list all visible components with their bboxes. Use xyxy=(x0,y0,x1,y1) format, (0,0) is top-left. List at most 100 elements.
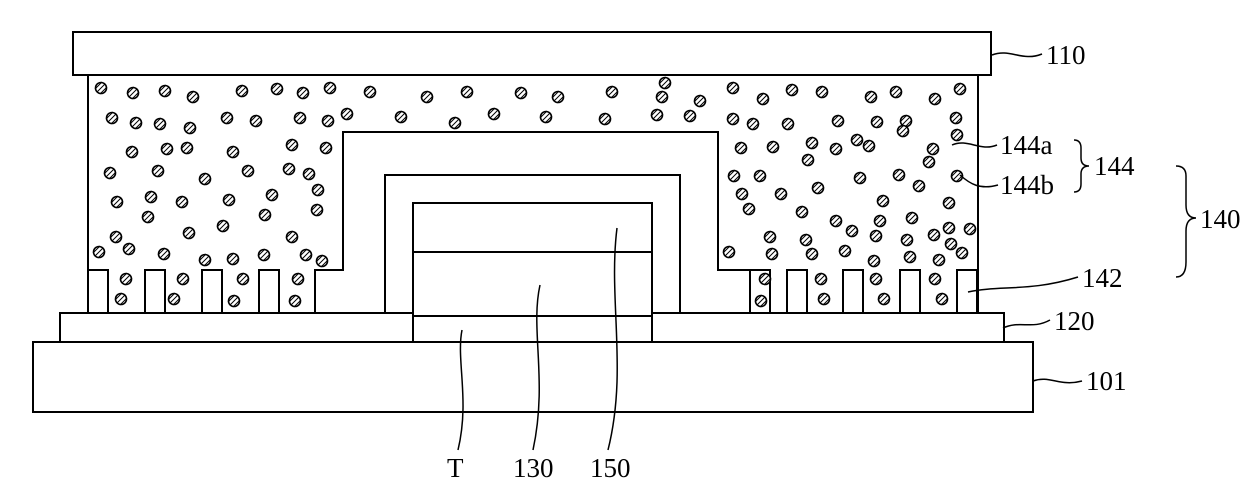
particle xyxy=(694,95,706,107)
particle xyxy=(142,211,154,223)
leader-142 xyxy=(968,277,1078,292)
particle xyxy=(929,273,941,285)
pillar xyxy=(787,270,807,313)
particle xyxy=(830,143,842,155)
particle xyxy=(854,172,866,184)
particle xyxy=(890,86,902,98)
particle xyxy=(943,197,955,209)
particle xyxy=(927,143,939,155)
particle xyxy=(945,238,957,250)
brace-144 xyxy=(1074,140,1089,192)
particle xyxy=(294,112,306,124)
particle xyxy=(237,273,249,285)
particle xyxy=(488,108,500,120)
particle xyxy=(863,140,875,152)
particle xyxy=(312,184,324,196)
particle xyxy=(755,295,767,307)
pillar xyxy=(88,270,108,313)
particle xyxy=(839,245,851,257)
particle xyxy=(286,139,298,151)
particle xyxy=(816,86,828,98)
particle xyxy=(552,91,564,103)
leader-120 xyxy=(1003,320,1050,328)
particle xyxy=(176,196,188,208)
leader-110 xyxy=(992,53,1042,57)
particle xyxy=(120,273,132,285)
pillar xyxy=(202,270,222,313)
particle xyxy=(515,87,527,99)
particle xyxy=(923,156,935,168)
particle xyxy=(723,246,735,258)
particle xyxy=(242,165,254,177)
particle xyxy=(395,111,407,123)
particle xyxy=(95,82,107,94)
particle xyxy=(815,273,827,285)
particle xyxy=(651,109,663,121)
particle xyxy=(851,134,863,146)
particle xyxy=(743,203,755,215)
particle xyxy=(184,122,196,134)
particle xyxy=(461,86,473,98)
particle xyxy=(187,91,199,103)
pillar xyxy=(145,270,165,313)
particle xyxy=(806,248,818,260)
particle xyxy=(449,117,461,129)
particle xyxy=(933,254,945,266)
particle xyxy=(154,118,166,130)
particle xyxy=(659,77,671,89)
particle xyxy=(929,93,941,105)
particle xyxy=(830,215,842,227)
particle xyxy=(161,143,173,155)
label-T: T xyxy=(447,453,464,483)
label-101: 101 xyxy=(1086,366,1127,396)
particle xyxy=(870,230,882,242)
particle xyxy=(764,231,776,243)
particle xyxy=(950,112,962,124)
leader-101 xyxy=(1033,379,1082,382)
particle xyxy=(868,255,880,267)
particle xyxy=(123,243,135,255)
particle xyxy=(806,137,818,149)
particle xyxy=(904,251,916,263)
particle xyxy=(286,231,298,243)
particle xyxy=(540,111,552,123)
particle xyxy=(152,165,164,177)
particle xyxy=(786,84,798,96)
particle xyxy=(145,191,157,203)
particle xyxy=(951,129,963,141)
particle xyxy=(228,295,240,307)
particle xyxy=(341,108,353,120)
particle xyxy=(757,93,769,105)
label-110: 110 xyxy=(1046,40,1086,70)
particle xyxy=(846,225,858,237)
particle xyxy=(906,212,918,224)
label-130: 130 xyxy=(513,453,554,483)
particle xyxy=(871,116,883,128)
particle xyxy=(126,146,138,158)
particle xyxy=(236,85,248,97)
particle xyxy=(115,293,127,305)
particle xyxy=(104,167,116,179)
particle xyxy=(181,142,193,154)
particle xyxy=(177,273,189,285)
particle xyxy=(93,246,105,258)
particle xyxy=(227,253,239,265)
particle xyxy=(754,170,766,182)
particle xyxy=(259,209,271,221)
particle xyxy=(878,293,890,305)
particle xyxy=(183,227,195,239)
particle xyxy=(324,82,336,94)
particle xyxy=(303,168,315,180)
brace-140 xyxy=(1176,166,1196,277)
particle xyxy=(897,125,909,137)
particle xyxy=(217,220,229,232)
particle xyxy=(954,83,966,95)
particle xyxy=(874,215,886,227)
particle xyxy=(812,182,824,194)
particle xyxy=(936,293,948,305)
particle xyxy=(964,223,976,235)
label-144b: 144b xyxy=(1000,170,1054,200)
particle xyxy=(250,115,262,127)
particle xyxy=(766,248,778,260)
pillar xyxy=(843,270,863,313)
